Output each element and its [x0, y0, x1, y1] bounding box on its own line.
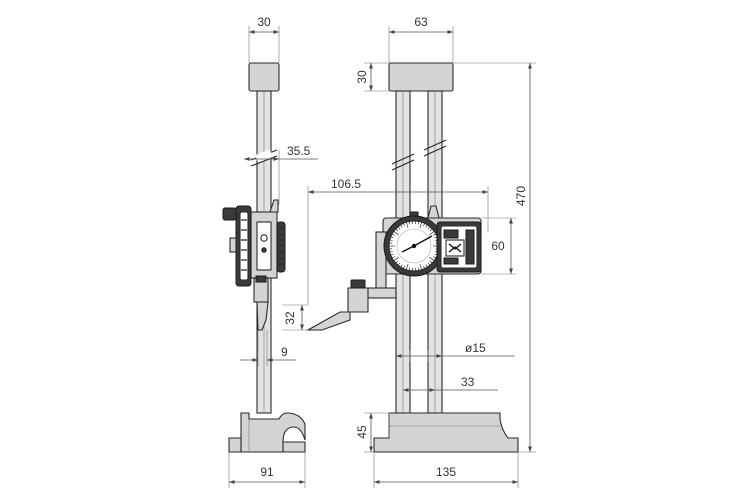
dial-tick	[417, 221, 420, 225]
dial-tick	[390, 236, 394, 239]
dial-tick	[395, 228, 399, 232]
side-dim-30-label: 30	[257, 15, 271, 29]
front-view: 63 30 470 106.5 60 32 ø15	[282, 15, 536, 488]
dial-tick	[391, 256, 395, 259]
front-break-mark	[391, 139, 447, 171]
side-top-cap	[248, 62, 280, 92]
front-dim-135-label: 135	[436, 465, 456, 479]
dial-tick	[403, 265, 405, 269]
front-dim-60-label: 60	[491, 239, 505, 253]
dial-tick	[433, 233, 437, 236]
front-dim-63-label: 63	[414, 15, 428, 29]
front-scriber-holder	[347, 287, 369, 313]
side-screw-icon	[260, 234, 268, 242]
dial-tick	[393, 231, 399, 236]
dial-tick	[397, 262, 401, 266]
front-counter-window	[445, 239, 465, 257]
front-dim-470-label: 470	[514, 186, 528, 206]
side-dim-35-label: 35.5	[287, 144, 311, 158]
dial-tick	[405, 263, 409, 270]
dial-tick	[433, 256, 437, 259]
dial-tick	[419, 263, 423, 270]
dial-tick	[391, 233, 395, 236]
dial-tick	[425, 264, 428, 268]
dial-tick	[429, 256, 435, 261]
dial-tick	[419, 222, 423, 229]
side-base	[240, 412, 306, 453]
dial-tick	[429, 231, 435, 236]
dial-tick	[427, 226, 431, 230]
front-dim-32-label: 32	[283, 311, 297, 325]
dial-tick	[390, 253, 394, 256]
front-scriber-arm	[365, 287, 397, 299]
front-base	[373, 412, 519, 453]
side-scriber	[256, 301, 269, 331]
dial-tick	[397, 226, 401, 230]
front-dim-d15-label: ø15	[465, 341, 486, 355]
side-view: 30 35.5 9 91	[222, 15, 318, 488]
dial-tick	[403, 223, 405, 227]
dial-tick	[405, 222, 409, 229]
dial-tick	[423, 223, 425, 227]
front-dial-ticks	[389, 221, 439, 271]
dial-tick	[429, 228, 433, 232]
dial-tick	[417, 267, 420, 271]
front-dim-33-label: 33	[461, 375, 475, 389]
front-dim-30h-label: 30	[355, 70, 369, 84]
side-knob-icon	[222, 207, 237, 221]
dial-tick	[408, 221, 411, 225]
dial-tick	[389, 251, 393, 253]
dial-tick	[400, 224, 403, 228]
dial-tick	[408, 267, 411, 271]
dial-tick	[427, 262, 431, 266]
side-dim-9-label: 9	[281, 345, 288, 359]
dial-tick	[389, 239, 393, 241]
dial-tick	[425, 224, 428, 228]
dial-tick	[400, 264, 403, 268]
front-dim-106-label: 106.5	[331, 177, 361, 191]
dial-tick	[395, 260, 399, 264]
side-dim-91-label: 91	[260, 465, 274, 479]
front-scriber	[305, 311, 351, 331]
dial-tick	[429, 260, 433, 264]
front-dial-needle	[413, 235, 433, 247]
front-top-bar	[388, 62, 454, 92]
front-dim-45-label: 45	[355, 425, 369, 439]
dial-tick	[393, 256, 399, 261]
dial-tick	[423, 265, 425, 269]
